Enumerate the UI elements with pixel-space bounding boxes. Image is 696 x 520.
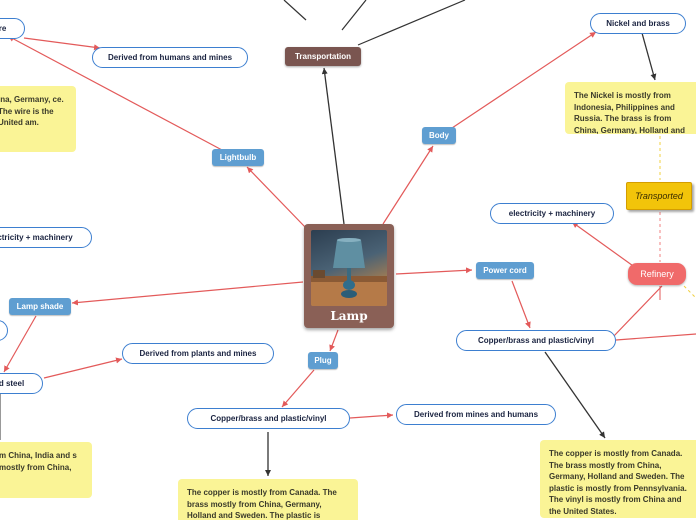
nickel-note: The Nickel is mostly from Indonesia, Phi…	[565, 82, 696, 134]
lightbulb-node[interactable]: Lightbulb	[212, 149, 264, 166]
plug-note: The copper is mostly from Canada. The br…	[178, 479, 358, 520]
central-topic-lamp[interactable]: Lamp	[304, 224, 394, 328]
steel-note: m China, India and s mostly from China,	[0, 442, 92, 498]
wire-node[interactable]: re	[0, 18, 25, 39]
lamp-image	[311, 238, 387, 306]
electricity-machinery-right-node[interactable]: electricity + machinery	[490, 203, 614, 224]
lamp-shade-node[interactable]: Lamp shade	[9, 298, 71, 315]
refinery-node[interactable]: Refinery	[628, 263, 686, 285]
cord-copper-node[interactable]: Copper/brass and plastic/vinyl	[456, 330, 616, 351]
power-cord-node[interactable]: Power cord	[476, 262, 534, 279]
transported-node[interactable]: Transported	[626, 182, 692, 210]
central-topic-label: Lamp	[330, 309, 368, 323]
wire-note: ina, Germany, ce. The wire is the United…	[0, 86, 76, 152]
derived-mines-humans-node[interactable]: Derived from mines and humans	[396, 404, 556, 425]
transportation-node[interactable]: Transportation	[285, 47, 361, 66]
nickel-brass-node[interactable]: Nickel and brass	[590, 13, 686, 34]
body-node[interactable]: Body	[422, 127, 456, 144]
cord-note: The copper is mostly from Canada. The br…	[540, 440, 696, 518]
plug-node[interactable]: Plug	[308, 352, 338, 369]
plug-copper-node[interactable]: Copper/brass and plastic/vinyl	[187, 408, 350, 429]
lamp-photo	[311, 230, 387, 306]
electricity-machinery-left-node[interactable]: ctricity + machinery	[0, 227, 92, 248]
derived-plants-mines-node[interactable]: Derived from plants and mines	[122, 343, 274, 364]
derived-humans-mines-node[interactable]: Derived from humans and mines	[92, 47, 248, 68]
steel-node[interactable]: d steel	[0, 373, 43, 394]
